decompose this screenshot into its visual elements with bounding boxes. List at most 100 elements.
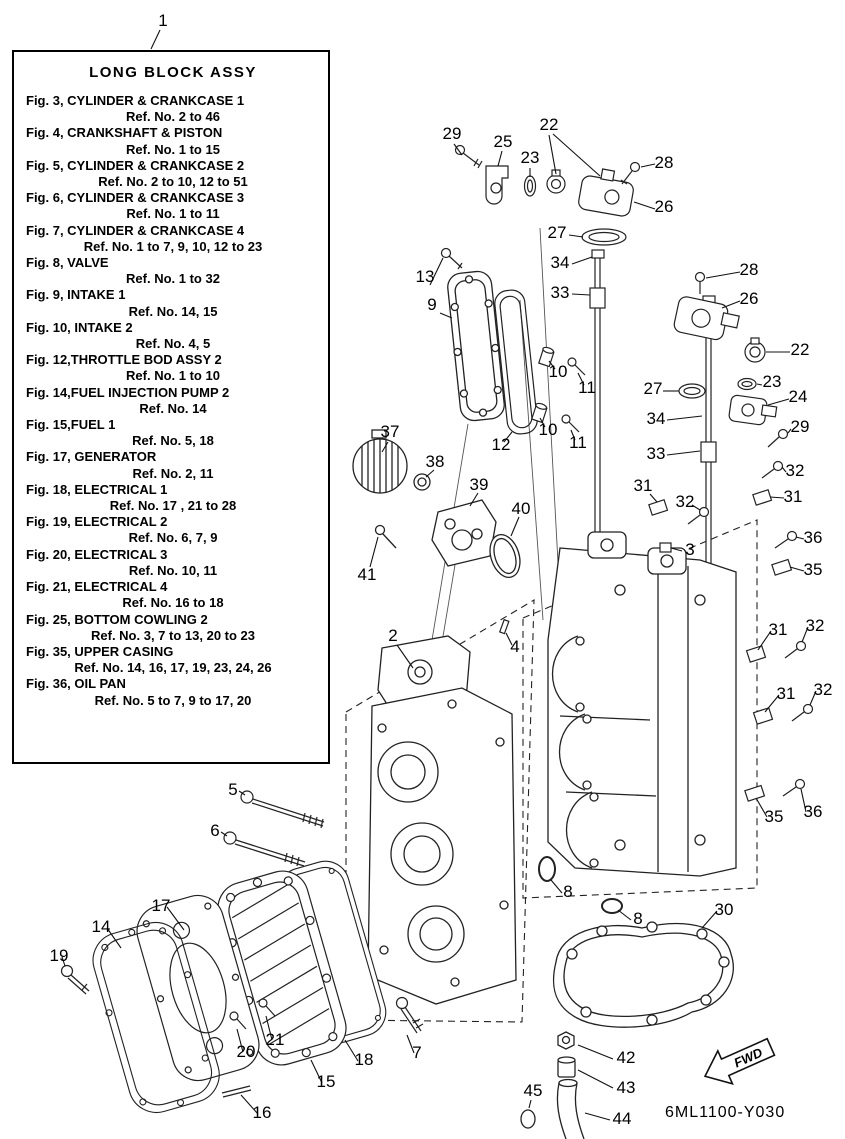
side-cover-gasket-1 bbox=[92, 921, 220, 1113]
leader-lines bbox=[61, 29, 817, 1121]
callout-39: 39 bbox=[470, 475, 489, 494]
legend-entry: Fig. 15,FUEL 1 Ref. No. 5, 18 bbox=[26, 417, 320, 449]
callout-22: 22 bbox=[540, 115, 559, 134]
callout-8: 8 bbox=[563, 882, 572, 901]
legend-entry-ref: Ref. No. 1 to 10 bbox=[126, 368, 220, 384]
legend-entry-fig: Fig. 4, CRANKSHAFT & PISTON bbox=[26, 125, 223, 141]
callout-24: 24 bbox=[789, 387, 808, 406]
callout-32: 32 bbox=[806, 616, 825, 635]
legend-entry: Fig. 3, CYLINDER & CRANKCASE 1 Ref. No. … bbox=[26, 93, 320, 125]
callout-38: 38 bbox=[426, 452, 445, 471]
crankcase bbox=[367, 635, 517, 1005]
callout-labels: 1 29 25 23 22 28 26 27 13 34 33 9 28 26 … bbox=[50, 11, 833, 1128]
legend-entry-ref: Ref. No. 14 bbox=[139, 400, 207, 416]
o-rings bbox=[538, 856, 623, 914]
callout-22: 22 bbox=[791, 340, 810, 359]
callout-45: 45 bbox=[524, 1081, 543, 1100]
callout-18: 18 bbox=[355, 1050, 374, 1069]
callout-28: 28 bbox=[740, 260, 759, 279]
callout-21: 21 bbox=[266, 1030, 285, 1049]
callout-6: 6 bbox=[210, 821, 219, 840]
legend-entry: Fig. 36, OIL PAN Ref. No. 5 to 7, 9 to 1… bbox=[26, 676, 320, 708]
legend-entry-ref: Ref. No. 5, 18 bbox=[132, 433, 214, 449]
callout-36: 36 bbox=[804, 528, 823, 547]
oil-filter-assembly bbox=[352, 429, 521, 579]
legend-entry-ref: Ref. No. 2 to 46 bbox=[126, 109, 220, 125]
callout-23: 23 bbox=[763, 372, 782, 391]
callout-31: 31 bbox=[777, 684, 796, 703]
legend-entry-fig: Fig. 3, CYLINDER & CRANKCASE 1 bbox=[26, 93, 245, 108]
callout-27: 27 bbox=[548, 223, 567, 242]
legend-entry: Fig. 5, CYLINDER & CRANKCASE 2 Ref. No. … bbox=[26, 158, 320, 190]
legend-entry-ref: Ref. No. 4, 5 bbox=[135, 336, 211, 352]
callout-26: 26 bbox=[655, 197, 674, 216]
callout-10: 10 bbox=[549, 362, 568, 381]
callout-34: 34 bbox=[551, 253, 570, 272]
callout-9: 9 bbox=[427, 295, 436, 314]
callout-34: 34 bbox=[647, 409, 666, 428]
callout-14: 14 bbox=[92, 917, 111, 936]
legend-entry-ref: Ref. No. 6, 7, 9 bbox=[128, 530, 218, 546]
callout-35: 35 bbox=[804, 560, 823, 579]
callout-31: 31 bbox=[769, 620, 788, 639]
callout-5: 5 bbox=[228, 780, 237, 799]
legend-entry-ref: Ref. No. 1 to 32 bbox=[126, 271, 220, 287]
legend-entry: Fig. 25, BOTTOM COWLING 2 Ref. No. 3, 7 … bbox=[26, 612, 320, 644]
callout-33: 33 bbox=[647, 444, 666, 463]
dowel-and-bolt-parts bbox=[531, 346, 586, 433]
legend-entry-fig: Fig. 18, ELECTRICAL 1 bbox=[26, 481, 168, 497]
legend-entry-ref: Ref. No. 14, 15 bbox=[128, 303, 218, 319]
callout-20: 20 bbox=[237, 1042, 256, 1061]
legend-entry-ref: Ref. No. 17 , 21 to 28 bbox=[109, 498, 237, 514]
callout-33: 33 bbox=[551, 283, 570, 302]
callout-32: 32 bbox=[786, 461, 805, 480]
callout-4: 4 bbox=[510, 637, 519, 656]
legend-entry-fig: Fig. 14,FUEL INJECTION PUMP 2 bbox=[26, 384, 230, 400]
legend-box: LONG BLOCK ASSY Fig. 3, CYLINDER & CRANK… bbox=[12, 50, 330, 764]
legend-entry-ref: Ref. No. 1 to 11 bbox=[126, 206, 220, 222]
fwd-arrow-shape bbox=[703, 1037, 776, 1085]
legend-entry: Fig. 7, CYLINDER & CRANKCASE 4 Ref. No. … bbox=[26, 223, 320, 255]
callout-32: 32 bbox=[676, 492, 695, 511]
callout-19: 19 bbox=[50, 946, 69, 965]
legend-entry-fig: Fig. 35, UPPER CASING bbox=[26, 643, 174, 659]
legend-entry-ref: Ref. No. 10, 11 bbox=[128, 562, 218, 578]
legend-entry: Fig. 19, ELECTRICAL 2 Ref. No. 6, 7, 9 bbox=[26, 514, 320, 546]
legend-entry-fig: Fig. 15,FUEL 1 bbox=[26, 417, 116, 433]
callout-1: 1 bbox=[158, 11, 167, 30]
breather-and-tube-parts bbox=[520, 1031, 585, 1139]
callout-36: 36 bbox=[804, 802, 823, 821]
legend-entry-fig: Fig. 17, GENERATOR bbox=[26, 449, 157, 465]
legend-entry-ref: Ref. No. 1 to 7, 9, 10, 12 to 23 bbox=[83, 238, 263, 254]
legend-entry-fig: Fig. 7, CYLINDER & CRANKCASE 4 bbox=[26, 222, 245, 238]
fwd-arrow: FWD bbox=[703, 1037, 776, 1085]
oil-pan-gasket bbox=[552, 921, 734, 1028]
callout-31: 31 bbox=[634, 476, 653, 495]
legend-entry: Fig. 6, CYLINDER & CRANKCASE 3 Ref. No. … bbox=[26, 190, 320, 222]
callout-30: 30 bbox=[715, 900, 734, 919]
fitting-joint-parts bbox=[440, 144, 641, 270]
legend-entry-fig: Fig. 36, OIL PAN bbox=[26, 676, 126, 692]
callout-11: 11 bbox=[578, 378, 596, 397]
legend-entry-fig: Fig. 8, VALVE bbox=[26, 255, 109, 271]
callout-16: 16 bbox=[253, 1103, 272, 1122]
callout-15: 15 bbox=[317, 1072, 336, 1091]
legend-entry-fig: Fig. 21, ELECTRICAL 4 bbox=[26, 579, 168, 595]
callout-17: 17 bbox=[152, 896, 171, 915]
callout-28: 28 bbox=[655, 153, 674, 172]
legend-entry-ref: Ref. No. 3, 7 to 13, 20 to 23 bbox=[91, 627, 255, 643]
legend-entry-fig: Fig. 6, CYLINDER & CRANKCASE 3 bbox=[26, 190, 245, 206]
legend-entry: Fig. 17, GENERATOR Ref. No. 2, 11 bbox=[26, 449, 320, 481]
legend-entry-fig: Fig. 20, ELECTRICAL 3 bbox=[26, 546, 168, 562]
callout-8: 8 bbox=[633, 909, 642, 928]
side-bolts-and-collars bbox=[498, 460, 814, 802]
callout-27: 27 bbox=[644, 379, 663, 398]
legend-entry: Fig. 35, UPPER CASING Ref. No. 14, 16, 1… bbox=[26, 644, 320, 676]
callout-43: 43 bbox=[617, 1078, 636, 1097]
callout-32: 32 bbox=[814, 680, 833, 699]
callout-13: 13 bbox=[416, 267, 435, 286]
callout-29: 29 bbox=[443, 124, 462, 143]
legend-entry-fig: Fig. 12,THROTTLE BOD ASSY 2 bbox=[26, 352, 222, 368]
